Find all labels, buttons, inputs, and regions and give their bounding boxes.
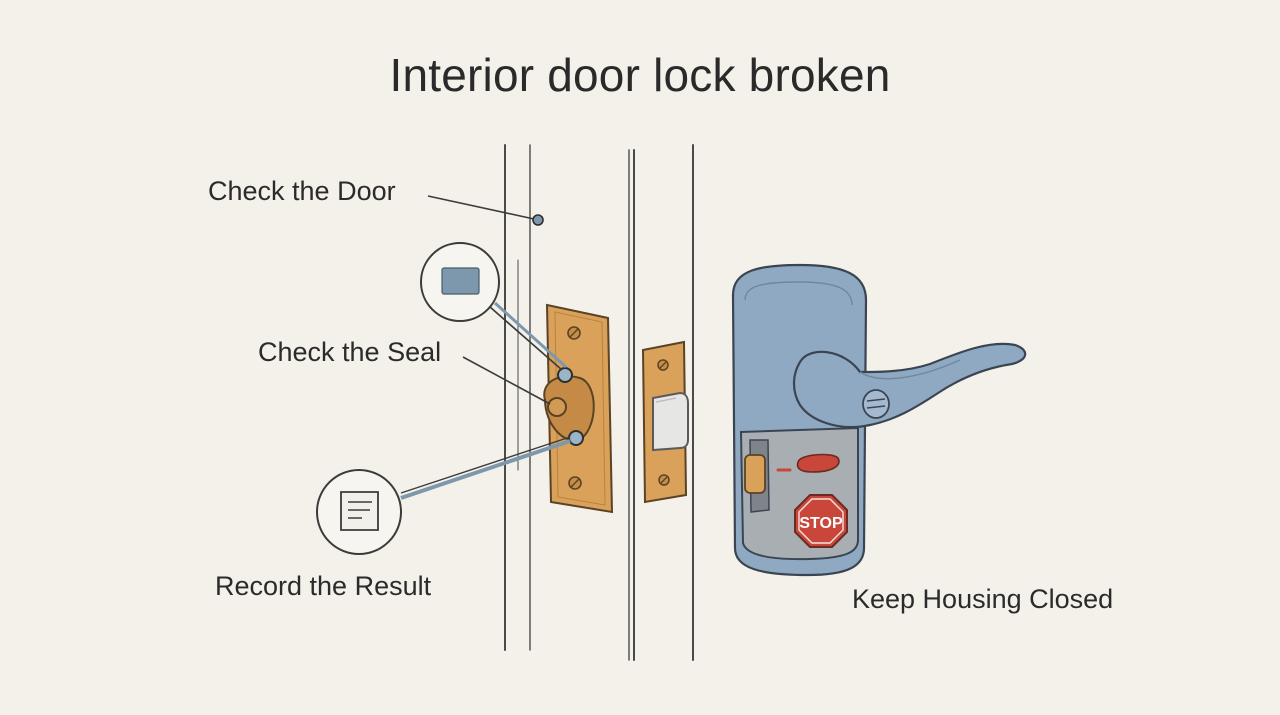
seal-swatch-icon [420, 242, 568, 371]
stop-sign-text: STOP [799, 515, 843, 532]
callout-record-result: Record the Result [215, 571, 432, 601]
callout-check-seal: Check the Seal [258, 337, 442, 367]
page-title: Interior door lock broken [389, 49, 891, 101]
strike-plate [543, 303, 614, 514]
callout-seal-leader [462, 356, 551, 405]
callout-keep-housing-closed: Keep Housing Closed [852, 584, 1114, 614]
record-document-icon [316, 436, 571, 555]
door-frame [504, 144, 694, 661]
stop-sign-icon: STOP [794, 494, 848, 548]
callout-door-leader [427, 195, 544, 226]
callout-check-door: Check the Door [208, 176, 396, 206]
latch-plate [641, 340, 689, 504]
lever-handle-icon [792, 342, 1027, 429]
